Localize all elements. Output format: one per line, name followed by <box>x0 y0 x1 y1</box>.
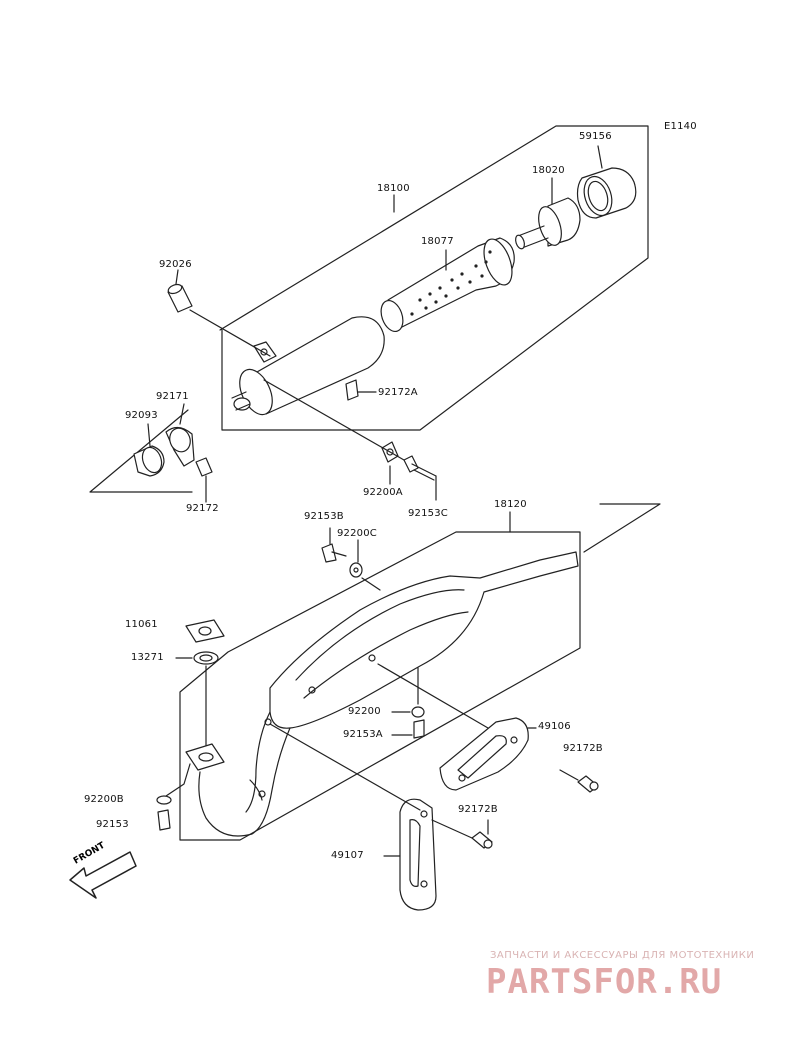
part-label-92026: 92026 <box>159 259 192 270</box>
bolt-92153B <box>321 527 347 563</box>
bolt-92153C <box>263 379 437 501</box>
part-label-92200B: 92200B <box>84 794 124 805</box>
pipe-flange <box>165 743 225 797</box>
watermark-subtitle: ЗАПЧАСТИ И АКСЕССУАРЫ ДЛЯ МОТОТЕХНИКИ <box>490 950 755 961</box>
part-label-59156: 59156 <box>579 131 612 142</box>
baffle-pipe-18077 <box>380 237 515 333</box>
bolt-92172B-upper <box>559 769 599 793</box>
part-label-92200: 92200 <box>348 706 381 717</box>
part-label-18020: 18020 <box>532 165 565 176</box>
bolt-92172 <box>195 457 213 503</box>
part-label-49106: 49106 <box>538 721 571 732</box>
part-label-49107: 49107 <box>331 850 364 861</box>
exhaust-pipe-frame <box>179 503 661 841</box>
bolt-92172B-lower <box>471 819 493 849</box>
diagram-code: E1140 <box>664 121 697 132</box>
part-label-18077: 18077 <box>421 236 454 247</box>
part-label-92200A: 92200A <box>363 487 403 498</box>
part-label-18100: 18100 <box>377 183 410 194</box>
part-label-11061: 11061 <box>125 619 158 630</box>
muffler-assembly-frame <box>219 125 649 431</box>
gasket-13271 <box>175 651 219 747</box>
bolt-92153 <box>157 809 171 831</box>
part-label-92153C: 92153C <box>408 508 448 519</box>
muffler-body-18100 <box>231 316 385 416</box>
gasket-11061 <box>185 619 225 643</box>
exhaust-pipe-18120 <box>198 551 579 837</box>
part-label-92153B: 92153B <box>304 511 344 522</box>
part-label-18120: 18120 <box>494 499 527 510</box>
part-label-92153A: 92153A <box>343 729 383 740</box>
clamp-group-frame <box>89 409 193 493</box>
heat-guard-49107 <box>269 723 473 911</box>
washer-92200B <box>156 795 172 805</box>
part-label-92172: 92172 <box>186 503 219 514</box>
end-cap-59156 <box>576 145 637 219</box>
heat-guard-49106 <box>377 663 537 791</box>
part-label-13271: 13271 <box>131 652 164 663</box>
part-label-92093: 92093 <box>125 410 158 421</box>
part-label-92200C: 92200C <box>337 528 377 539</box>
bolt-92172A <box>345 379 377 401</box>
washer-92200C <box>349 539 381 591</box>
part-label-92172B-lower: 92172B <box>458 804 498 815</box>
washer-92200 <box>391 667 425 718</box>
part-label-92172B-upper: 92172B <box>563 743 603 754</box>
collar-92026 <box>167 269 271 357</box>
sleeve-92093 <box>133 423 165 477</box>
bolt-92153A <box>391 719 425 739</box>
part-label-92171: 92171 <box>156 391 189 402</box>
part-label-92172A: 92172A <box>378 387 418 398</box>
tail-pipe-18020 <box>515 177 581 250</box>
front-arrow <box>69 851 137 899</box>
watermark-logo: PARTSFOR.RU <box>486 962 723 1002</box>
part-label-92153: 92153 <box>96 819 129 830</box>
clamp-92171 <box>165 403 195 467</box>
